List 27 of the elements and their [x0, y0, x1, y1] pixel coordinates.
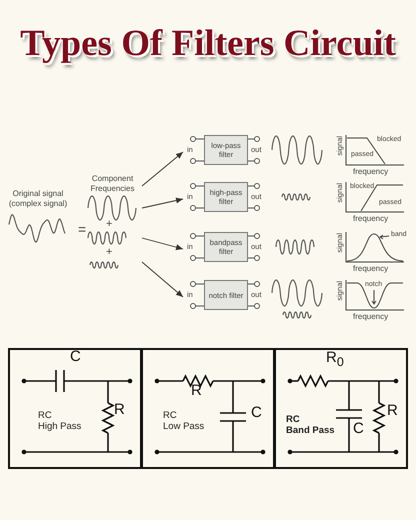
- component-label: R: [114, 403, 125, 417]
- axis-label: frequency: [353, 167, 388, 177]
- circuit-panel: [274, 348, 408, 469]
- axis-label: frequency: [353, 312, 388, 322]
- component-label: C: [251, 406, 262, 420]
- component-label: R: [387, 404, 398, 418]
- arrow: [142, 152, 184, 186]
- equals-sign: =: [78, 221, 86, 238]
- axis-label: frequency: [353, 214, 388, 224]
- axis-label: frequency: [353, 264, 388, 274]
- plus-sign: +: [106, 246, 112, 259]
- circuit-caption: RC High Pass: [38, 410, 82, 432]
- component-label: R$_{0}$: [326, 351, 344, 369]
- component-label: R: [191, 384, 202, 398]
- arrow: [142, 198, 184, 208]
- circuit-panel: [141, 348, 275, 469]
- circuit-caption: RC Low Pass: [163, 410, 204, 432]
- component-label: C: [353, 422, 364, 436]
- title: Types Of Filters Circuit: [19, 22, 397, 65]
- circuit-caption: RC Band Pass: [286, 414, 335, 436]
- arrow: [142, 238, 184, 250]
- component-caption: Component Frequencies: [89, 174, 136, 194]
- circuit-panel: [8, 348, 142, 469]
- arrow: [142, 262, 184, 298]
- signal-caption: Original signal (complex signal): [8, 189, 68, 209]
- plus-sign: +: [106, 218, 112, 231]
- component-label: C: [70, 350, 81, 364]
